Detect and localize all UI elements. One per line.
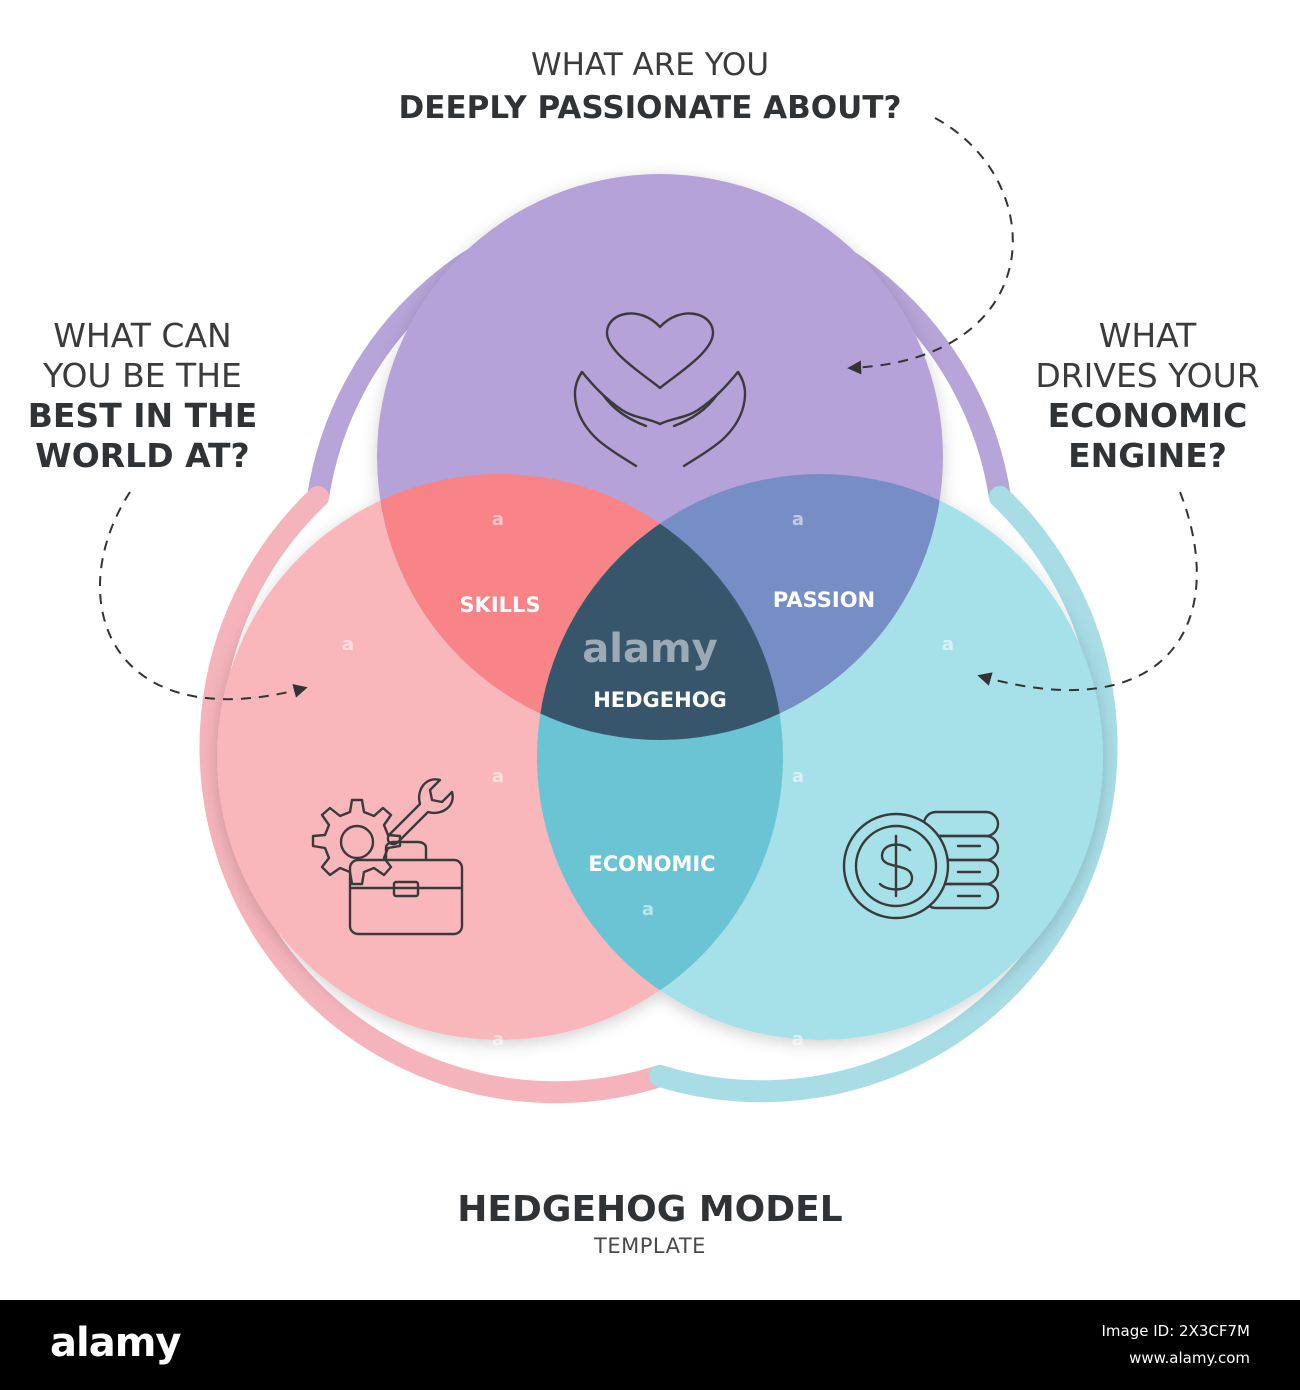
right-question-line4: ENGINE?	[1068, 436, 1227, 475]
left-question-line3: BEST IN THE	[27, 396, 258, 435]
wm-small-1: a	[492, 509, 504, 530]
right-question: WHAT DRIVES YOUR ECONOMIC ENGINE?	[1020, 316, 1275, 476]
economic-outer-ring	[649, 486, 1118, 1103]
dollar-coin-stack-icon	[842, 810, 1000, 920]
left-question-line1: WHAT CAN	[53, 316, 232, 355]
dashed-arrows	[99, 117, 1198, 701]
wm-small-7: a	[642, 899, 654, 920]
model-title-block: HEDGEHOG MODEL TEMPLATE	[350, 1188, 950, 1260]
wm-small-9: a	[792, 1029, 804, 1050]
footer-logo: alamy	[50, 1320, 181, 1366]
top-question: WHAT ARE YOU DEEPLY PASSIONATE ABOUT?	[330, 44, 970, 130]
venn-diagram: alamy a a a a a a a a a SKILLS PASSION H…	[99, 117, 1198, 1104]
hedgehog-label: HEDGEHOG	[593, 688, 727, 712]
right-question-line2: DRIVES YOUR	[1035, 356, 1260, 395]
left-question: WHAT CAN YOU BE THE BEST IN THE WORLD AT…	[20, 316, 265, 476]
skills-outer-ring	[199, 486, 671, 1104]
wm-small-4: a	[942, 634, 954, 655]
left-dashed-arrow	[99, 491, 308, 701]
top-question-line2: DEEPLY PASSIONATE ABOUT?	[398, 90, 902, 126]
passion-label: PASSION	[773, 588, 875, 612]
economic-label: ECONOMIC	[588, 852, 715, 876]
footer-site: www.alamy.com	[1129, 1349, 1250, 1367]
top-dashed-arrow	[847, 117, 1014, 375]
stock-footer-bar: alamy Image ID: 2X3CF7M www.alamy.com	[0, 1300, 1300, 1390]
hedgehog-center	[537, 474, 783, 740]
right-dashed-arrow	[977, 491, 1198, 692]
center-watermark: alamy	[582, 626, 717, 672]
wm-small-3: a	[342, 634, 354, 655]
small-watermarks: a a a a a a a a a	[342, 509, 954, 1050]
right-question-line3: ECONOMIC	[1047, 396, 1248, 435]
right-question-line1: WHAT	[1098, 316, 1197, 355]
skills-label: SKILLS	[459, 593, 540, 617]
hedgehog-diagram-canvas: alamy a a a a a a a a a SKILLS PASSION H…	[20, 44, 1275, 1260]
left-question-line4: WORLD AT?	[35, 436, 250, 475]
footer-image-id: Image ID: 2X3CF7M	[1101, 1322, 1251, 1340]
wm-small-5: a	[492, 766, 504, 787]
wm-small-8: a	[492, 1029, 504, 1050]
wm-small-6: a	[792, 766, 804, 787]
top-question-line1: WHAT ARE YOU	[530, 47, 770, 83]
model-title: HEDGEHOG MODEL	[457, 1189, 843, 1230]
heart-in-hands-icon	[573, 312, 747, 468]
wm-small-2: a	[792, 509, 804, 530]
model-subtitle: TEMPLATE	[594, 1234, 706, 1258]
footer-info: Image ID: 2X3CF7M www.alamy.com	[1102, 1318, 1251, 1372]
gear-wrench-briefcase-icon	[311, 778, 464, 936]
left-question-line2: YOU BE THE	[43, 356, 242, 395]
